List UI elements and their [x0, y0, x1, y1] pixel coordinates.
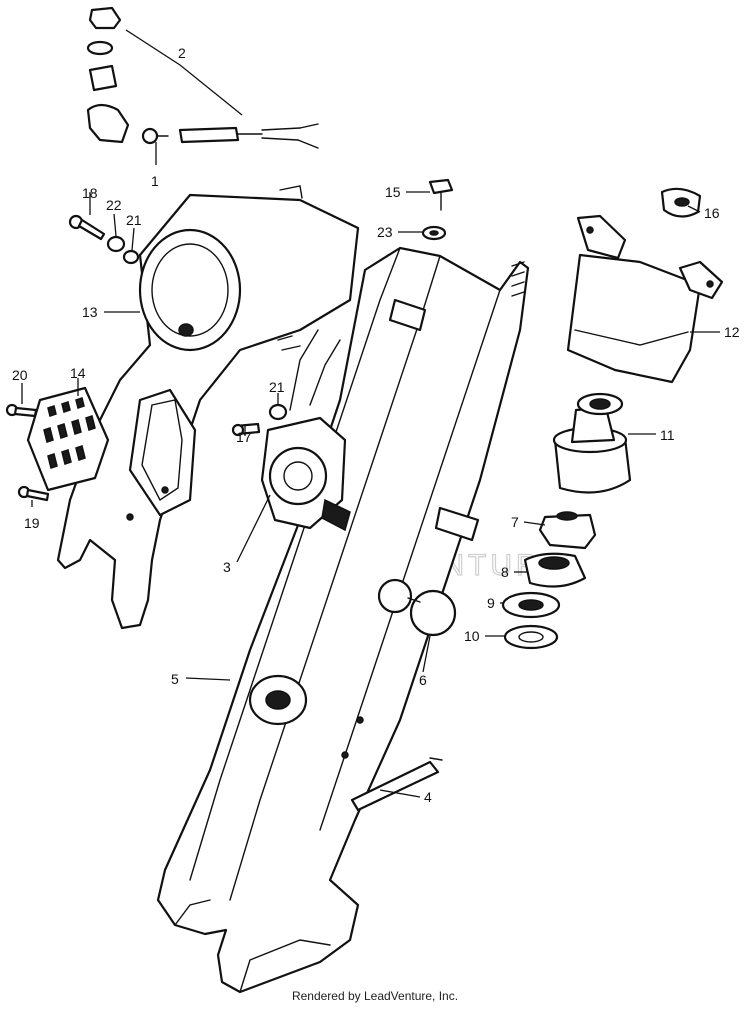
callout-21-upper: 21 — [126, 212, 142, 228]
part-7-bearing-cone — [538, 511, 597, 550]
part-10-dust-seal — [503, 624, 559, 650]
callout-21-lower: 21 — [269, 379, 285, 395]
part-21-washer-lower — [268, 403, 288, 421]
render-credit: Rendered by LeadVenture, Inc. — [291, 989, 459, 1003]
callout-20: 20 — [12, 367, 28, 383]
part-5-fork-body — [156, 246, 530, 994]
part-19-screw — [17, 485, 50, 502]
part-16-nut — [660, 187, 702, 218]
part-12-bracket-cover — [566, 214, 724, 384]
part-1-screw — [141, 127, 169, 145]
callout-13: 13 — [82, 304, 98, 320]
callout-8: 8 — [501, 564, 509, 580]
callout-3: 3 — [223, 559, 231, 575]
callout-19: 19 — [24, 515, 40, 531]
part-4-pin — [350, 757, 443, 812]
part-18-bolt — [68, 214, 106, 241]
callout-10: 10 — [464, 628, 480, 644]
part-8-bearing-race — [523, 552, 587, 588]
callout-4: 4 — [424, 789, 432, 805]
callout-18: 18 — [82, 185, 98, 201]
part-11-stem-nut — [552, 392, 632, 494]
callout-11: 11 — [660, 427, 675, 443]
callout-labels: 2 1 18 22 21 15 23 16 13 12 14 20 21 17 … — [12, 45, 740, 805]
callout-7: 7 — [511, 514, 519, 530]
callout-6: 6 — [419, 672, 427, 688]
part-9-steel-ball-race — [501, 591, 561, 619]
callout-22: 22 — [106, 197, 122, 213]
part-15-bolt — [428, 178, 454, 211]
callout-17: 17 — [236, 429, 252, 445]
callout-5: 5 — [171, 671, 179, 687]
part-2-wire-assembly — [86, 6, 319, 149]
part-14-indicator-panel — [26, 386, 110, 492]
callout-14: 14 — [70, 365, 86, 381]
part-20-screw — [5, 403, 38, 418]
part-23-washer — [421, 225, 447, 241]
callout-1: 1 — [151, 173, 159, 189]
callout-9: 9 — [487, 595, 495, 611]
part-13-headlight-housing — [56, 185, 360, 630]
part-21-washer-upper — [122, 249, 140, 265]
callout-2: 2 — [178, 45, 186, 61]
leader-lines — [21, 29, 720, 798]
callout-15: 15 — [385, 184, 401, 200]
callout-12: 12 — [724, 324, 740, 340]
part-3-main-switch — [260, 329, 351, 532]
callout-23: 23 — [377, 224, 393, 240]
part-6-knob — [377, 578, 457, 637]
part-22-washer — [106, 235, 126, 253]
callout-16: 16 — [704, 205, 720, 221]
part-17-screw — [231, 422, 261, 437]
